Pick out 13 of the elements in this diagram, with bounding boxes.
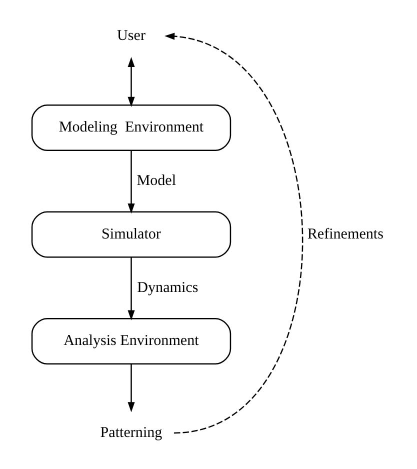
node-text: User (117, 28, 146, 44)
arrow (128, 364, 135, 412)
node-box: Simulator (31, 211, 232, 258)
arrow (128, 150, 135, 214)
arrow (164, 32, 304, 434)
edge-label: Refinements (307, 226, 384, 242)
arrow (128, 57, 135, 107)
arrow (128, 257, 135, 320)
node-box: Modeling Environment (31, 104, 232, 151)
node-text: Patterning (100, 424, 162, 441)
node-box: Analysis Environment (31, 318, 232, 364)
edge-label: Model (136, 173, 176, 190)
edge-label: Dynamics (137, 280, 198, 296)
